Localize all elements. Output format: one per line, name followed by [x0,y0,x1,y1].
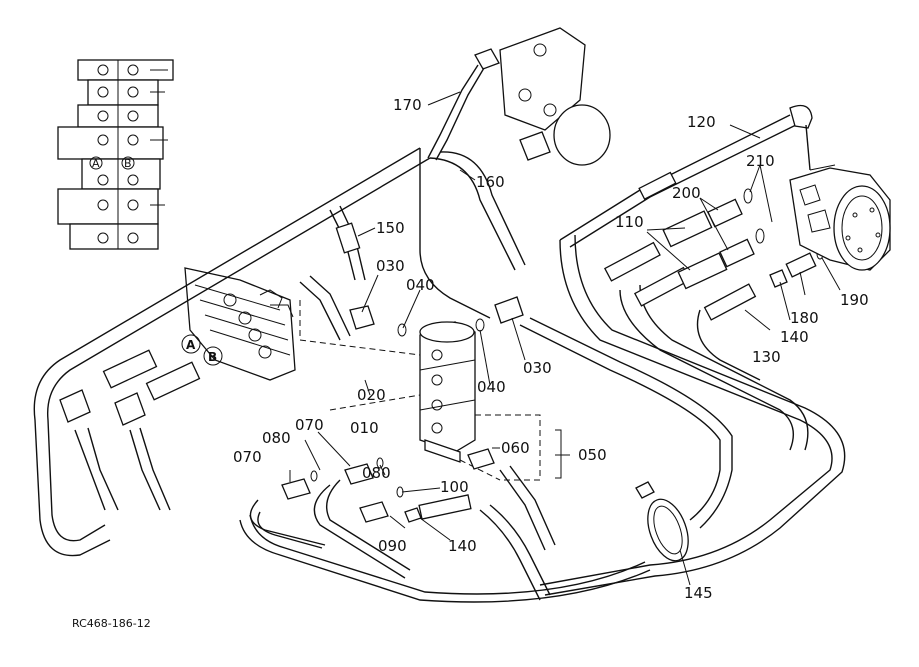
label-040-lower: 040 [477,378,506,396]
leader-lines [289,91,841,586]
o-ring-040-left [397,323,407,337]
fitting-060 [467,448,495,470]
hose-170 [427,64,479,159]
label-100: 100 [440,478,469,496]
fitting-140-right [769,269,788,288]
travel-motor [789,164,891,271]
group-box-010 [299,300,421,411]
o-ring-080-center [376,457,384,469]
hose-loop-right-inner [619,289,794,451]
fitting-070-center [344,463,374,485]
sleeve-110-a [603,241,661,282]
sleeve-lower [418,494,472,520]
port-b-marker: B [203,346,223,366]
o-ring-040-right [475,318,485,332]
port-a-label: A [186,338,196,352]
label-120: 120 [687,113,716,131]
label-190: 190 [840,291,869,309]
hose-160 [429,157,516,271]
hose-lower-long [239,519,651,603]
label-030-right: 030 [523,359,552,377]
fitting-140-lower [404,507,422,523]
svg-text:B: B [124,157,132,170]
part-labels: 170 160 150 030 040 030 040 020 010 070 … [233,96,869,602]
label-010: 010 [350,419,379,437]
label-210: 210 [746,152,775,170]
reference-code: RC468-186-12 [72,617,151,630]
label-040-upper: 040 [406,276,435,294]
elbow-fitting-030-left [349,305,375,330]
label-160: 160 [476,173,505,191]
label-110: 110 [615,213,644,231]
o-ring-080-left [310,470,318,482]
label-145: 145 [684,584,713,602]
label-060: 060 [501,439,530,457]
pilot-valve-assembly [474,27,611,166]
svg-text:A: A [92,157,100,170]
label-030-left: 030 [376,257,405,275]
elbow-fitting-030-right [494,296,524,324]
label-080-left: 080 [262,429,291,447]
fitting-070-left [281,478,311,500]
hose-lower-right [479,509,541,601]
hose-loop-right-outer [539,239,833,586]
port-b-label: B [208,350,217,364]
label-070-center: 070 [295,416,324,434]
fitting-180 [785,252,817,278]
hose-clamp-145 [635,481,689,562]
port-a-marker: A [181,334,201,354]
label-140-lower: 140 [448,537,477,555]
label-080-center: 080 [362,464,391,482]
label-140-right: 140 [780,328,809,346]
return-line-left [33,147,421,557]
label-200: 200 [672,184,701,202]
fitting-090 [359,501,389,523]
manifold-block [419,321,476,463]
label-180: 180 [790,309,819,327]
label-020: 020 [357,386,386,404]
sleeve-130 [703,283,757,321]
label-090: 090 [378,537,407,555]
control-valve-assembly [184,267,296,381]
label-170: 170 [393,96,422,114]
label-150: 150 [376,219,405,237]
hose-lower-mid [326,479,411,571]
label-050: 050 [578,446,607,464]
label-070-left: 070 [233,448,262,466]
left-hose-adaptors [59,349,201,511]
quick-couplers-200 [662,188,765,290]
hose-to-drive [519,324,721,521]
label-130: 130 [752,348,781,366]
